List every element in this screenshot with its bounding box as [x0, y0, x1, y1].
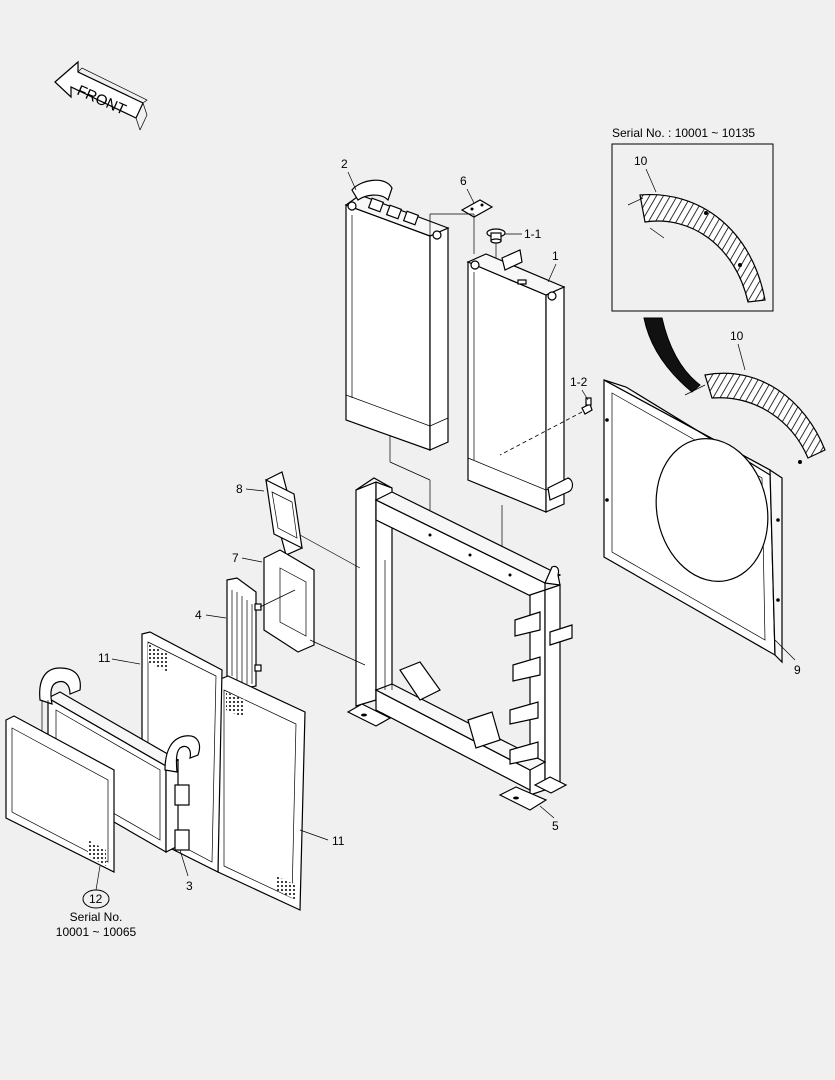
- transition-arrow-icon: [643, 317, 701, 393]
- label-12: 12: [89, 892, 103, 906]
- label-8: 8: [236, 482, 243, 496]
- label-9: 9: [794, 663, 801, 677]
- fan-guard-main: [684, 372, 826, 464]
- label-1-2: 1-2: [570, 375, 588, 389]
- screen-12: [5, 715, 115, 873]
- label-11-right: 11: [332, 834, 345, 848]
- bracket-8: [265, 471, 303, 556]
- inset-box: Serial No. : 10001 ~ 10135 10: [611, 126, 774, 312]
- label-5: 5: [552, 819, 559, 833]
- drain-valve: [581, 397, 593, 415]
- label-1-1: 1-1: [524, 227, 542, 241]
- radiator-2: [344, 179, 450, 451]
- fan-guard-inset: [627, 193, 766, 303]
- radiator-cap: [486, 228, 506, 244]
- serial-note-line2: 10001 ~ 10065: [56, 925, 137, 939]
- label-11-left: 11: [98, 651, 111, 665]
- label-2: 2: [341, 157, 348, 171]
- label-7: 7: [232, 551, 239, 565]
- label-10-inset: 10: [634, 154, 648, 168]
- label-6: 6: [460, 174, 467, 188]
- front-arrow-icon: FRONT: [54, 60, 148, 131]
- label-1: 1: [552, 249, 559, 263]
- radiator-frame: [346, 477, 573, 811]
- label-10: 10: [730, 329, 744, 343]
- inset-serial-label: Serial No. : 10001 ~ 10135: [612, 126, 755, 140]
- label-4: 4: [195, 608, 202, 622]
- radiator-1: [466, 249, 574, 513]
- label-3: 3: [186, 879, 193, 893]
- bracket-6: [460, 199, 494, 218]
- oil-cooler: [226, 577, 262, 689]
- serial-note-line1: Serial No.: [70, 910, 123, 924]
- fan-shroud: [603, 378, 783, 664]
- part-12-callout: 12: [82, 865, 110, 909]
- bracket-7: [263, 549, 315, 653]
